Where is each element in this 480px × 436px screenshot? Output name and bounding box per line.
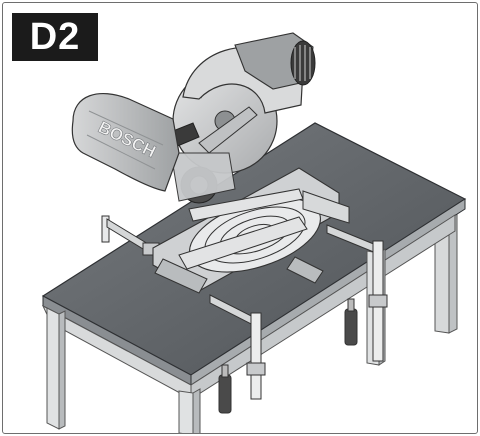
dust-bag: BOSCH bbox=[71, 92, 180, 192]
figure-badge: D2 bbox=[12, 13, 98, 61]
clamp-icon bbox=[101, 215, 388, 414]
miter-saw-illustration: BOSCH B bbox=[41, 32, 467, 433]
saw-base bbox=[152, 167, 350, 294]
saw-head bbox=[152, 32, 316, 204]
